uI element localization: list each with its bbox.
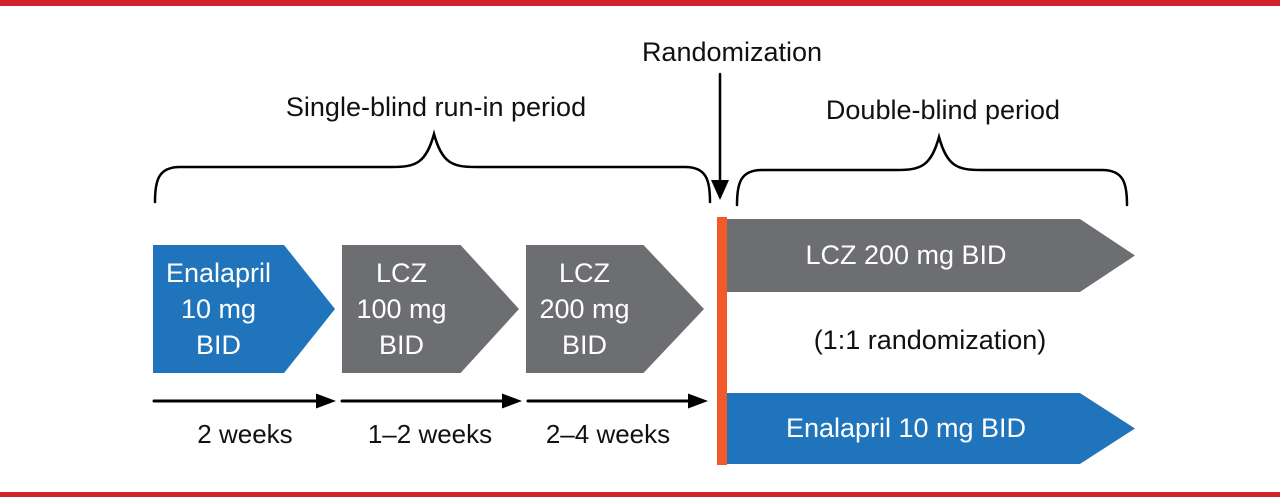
stage-line: Enalapril xyxy=(165,258,272,288)
stage-line: BID xyxy=(378,330,424,360)
stage-arrow-text: Enalapril 10 mg BID xyxy=(166,255,322,363)
timeline-arrow-icon xyxy=(526,393,708,409)
stage-line: BID xyxy=(561,330,607,360)
left-brace xyxy=(153,129,712,204)
top-border-rule xyxy=(0,0,1280,6)
double-blind-period-label: Double-blind period xyxy=(825,95,1061,125)
stage-line: 100 mg xyxy=(356,294,447,324)
arm-arrow-enalapril: Enalapril 10 mg BID xyxy=(727,393,1135,464)
stage-arrow-text: LCZ 100 mg BID xyxy=(356,255,504,363)
arm-label: LCZ 200 mg BID xyxy=(805,240,1007,270)
stage-duration-label: 1–2 weeks xyxy=(367,419,493,449)
bottom-border-rule xyxy=(0,492,1280,497)
stage-duration-label: 2 weeks xyxy=(197,419,293,449)
arm-arrow-lcz-200: LCZ 200 mg BID xyxy=(727,219,1135,292)
stage-line: LCZ xyxy=(558,258,610,288)
runin-period-label: Single-blind run-in period xyxy=(285,92,587,122)
arm-label: Enalapril 10 mg BID xyxy=(785,413,1027,443)
randomization-arrow-icon xyxy=(711,72,729,200)
stage-line: BID xyxy=(195,330,241,360)
timeline-arrow-icon xyxy=(340,393,522,409)
timeline-arrow-icon xyxy=(152,393,336,409)
stage-arrow-lcz-100: LCZ 100 mg BID xyxy=(342,245,519,373)
stage-duration-label: 2–4 weeks xyxy=(545,419,671,449)
stage-line: LCZ xyxy=(375,258,427,288)
stage-line: 200 mg xyxy=(539,294,630,324)
stage-arrow-enalapril-runin: Enalapril 10 mg BID xyxy=(153,245,335,373)
randomization-label: Randomization xyxy=(641,37,823,67)
stage-arrow-text: LCZ 200 mg BID xyxy=(539,255,690,363)
randomization-divider-bar xyxy=(717,217,727,465)
randomization-ratio-note: (1:1 randomization) xyxy=(813,325,1047,355)
stage-arrow-lcz-200: LCZ 200 mg BID xyxy=(526,245,704,373)
right-brace xyxy=(735,132,1129,207)
stage-line: 10 mg xyxy=(180,294,257,324)
